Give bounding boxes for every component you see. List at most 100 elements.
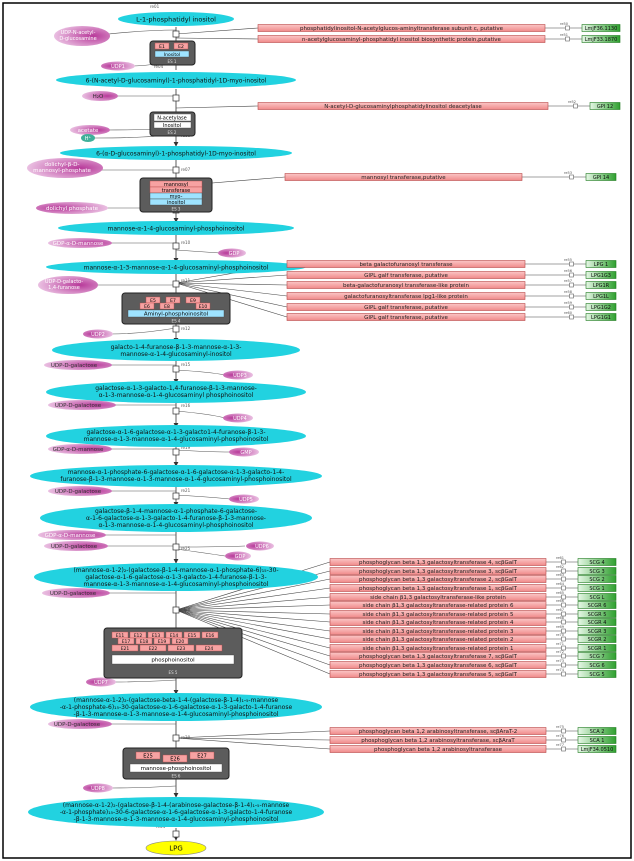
- enzyme-box[interactable]: [286, 313, 526, 321]
- enzyme-box[interactable]: [329, 736, 547, 744]
- enzyme-row[interactable]: phosphoglycan beta 1,3 galactosyltransfe…: [329, 582, 617, 592]
- enzyme-row[interactable]: side chain β1,3 galactosyltransferase-re…: [329, 633, 617, 643]
- final-product-lpg[interactable]: LPG: [145, 840, 207, 856]
- enzyme-box[interactable]: [329, 727, 547, 735]
- enzyme-row[interactable]: phosphoglycan beta 1,2 arabinosyltransfe…: [329, 743, 617, 753]
- metabolite-mannose-phosphate-galactose[interactable]: mannose-α-1-phosphate-6-galactose-α-1-6-…: [30, 465, 322, 487]
- enzyme-box[interactable]: [329, 635, 547, 643]
- cofactor-udp-galactofuranose[interactable]: UDP-D-galacto- 1,4-furanose: [38, 276, 98, 294]
- gene-box[interactable]: [581, 24, 621, 32]
- metabolite-galactose-galactofuranose[interactable]: galactose-α-1-3-galacto-1,4-furanose-β-1…: [46, 381, 306, 403]
- cofactor-udp-n-acetyl-glucosamine[interactable]: UDP-N-acetyl- D-glucosamine: [54, 26, 110, 46]
- cofactor-gdp-mannose-3[interactable]: GDP-α-D-mannose: [38, 530, 106, 540]
- enzyme-row[interactable]: phosphoglycan beta 1,3 galactosyltransfe…: [329, 565, 617, 575]
- metabolite-digalactose-galactofuranose[interactable]: galactose-α-1-6-galactose-α-1-3-galacto1…: [46, 425, 306, 447]
- enzyme-box[interactable]: [329, 558, 547, 566]
- cofactor-gmp[interactable]: GMP: [229, 447, 259, 457]
- enzyme-row[interactable]: side chain β1,3 galactosyltransferase-re…: [329, 625, 617, 635]
- complex-es6[interactable]: E25 E26 E27 mannose-phosphoinositol ES 6: [122, 747, 230, 780]
- cofactor-udp-galactose-4[interactable]: UDP-D-galactose: [44, 541, 108, 551]
- gene-box[interactable]: [577, 618, 617, 626]
- metabolite-dimannose-glucosaminyl-phosphoinositol[interactable]: mannose-α-1-3-mannose-α-1-4-glucosaminyl…: [46, 260, 306, 274]
- enzyme-row[interactable]: N-acetyl-D-glucosaminylphosphatidylinosi…: [257, 100, 621, 110]
- enzyme-box[interactable]: [284, 173, 523, 181]
- enzyme-box[interactable]: [329, 661, 547, 669]
- enzyme-box[interactable]: [286, 260, 526, 268]
- cofactor-dolichyl-mannosyl-phosphate[interactable]: dolichyl-β-D- mannosyl-phosphate: [27, 158, 103, 178]
- cofactor-udp6[interactable]: UDP6: [246, 541, 274, 551]
- enzyme-box[interactable]: [286, 281, 526, 289]
- enzyme-box[interactable]: [329, 745, 547, 753]
- enzyme-row[interactable]: phosphoglycan beta 1,3 galactosyltransfe…: [329, 650, 617, 660]
- complex-es4[interactable]: E5 E7 E9 E6 E8 E10 Aminyl-phosphoinosito…: [121, 292, 231, 325]
- gene-box[interactable]: [577, 567, 617, 575]
- gene-box[interactable]: [577, 644, 617, 652]
- cofactor-udp3[interactable]: UDP3: [223, 370, 253, 380]
- enzyme-row[interactable]: side chain β1,3 galactosyltransferase-re…: [329, 642, 617, 652]
- enzyme-box[interactable]: [257, 24, 546, 32]
- enzyme-box[interactable]: [329, 652, 547, 660]
- enzyme-box[interactable]: [329, 627, 547, 635]
- gene-box[interactable]: [585, 281, 617, 289]
- enzyme-box[interactable]: [286, 303, 526, 311]
- gene-box[interactable]: [577, 584, 617, 592]
- gene-box[interactable]: [577, 736, 617, 744]
- enzyme-row[interactable]: beta galactofuranosyl transferasere55LPG…: [286, 258, 617, 268]
- cofactor-gdp-2[interactable]: GDP: [225, 551, 251, 561]
- enzyme-row[interactable]: GIPL galf transferase, putativere60LPG1G…: [286, 311, 617, 321]
- metabolite-galactofuranose-mannose[interactable]: galacto-1-4-furanose-β-1-3-mannose-α-1-3…: [52, 339, 300, 361]
- enzyme-box[interactable]: [329, 618, 547, 626]
- enzyme-row[interactable]: GIPL galf transferase, putativere56LPG1G…: [286, 269, 617, 279]
- enzyme-box[interactable]: [286, 271, 526, 279]
- gene-box[interactable]: [577, 745, 617, 753]
- gene-box[interactable]: [577, 635, 617, 643]
- enzyme-box[interactable]: [286, 292, 526, 300]
- cofactor-udp-galactose-1[interactable]: UDP-D-galactose: [44, 360, 112, 370]
- cofactor-udp-galactose-5[interactable]: UDP-D-galactose: [42, 588, 110, 598]
- enzyme-box[interactable]: [329, 610, 547, 618]
- enzyme-box[interactable]: [329, 670, 547, 678]
- gene-box[interactable]: [577, 601, 617, 609]
- cofactor-udp2[interactable]: UDP2: [83, 329, 113, 339]
- gene-box[interactable]: [585, 303, 617, 311]
- gene-box[interactable]: [585, 271, 617, 279]
- cofactor-udp8[interactable]: UDP8: [83, 783, 113, 793]
- metabolite-l-1-phosphatidyl-inositol[interactable]: L-1-phosphatidyl inositol: [118, 12, 234, 26]
- enzyme-box[interactable]: [329, 584, 547, 592]
- metabolite-glucosaminyl-pi[interactable]: 6-(α-D-glucosaminyl)-1-phosphatidyl-1D-m…: [60, 146, 292, 160]
- enzyme-box[interactable]: [329, 644, 547, 652]
- metabolite-galactose-repeat[interactable]: (mannose-α-1-2)₂-(galactose-beta-1-4-(ga…: [30, 693, 322, 721]
- enzyme-row[interactable]: side chain β1,3 galactosyltransferase-li…: [329, 591, 617, 601]
- cofactor-udp-galactose-3[interactable]: UDP-D-galactose: [48, 486, 112, 496]
- cofactor-udp-galactose-6[interactable]: UDP-D-galactose: [48, 719, 112, 729]
- complex-es1[interactable]: E1 E2 Inositol ES 1: [149, 40, 196, 66]
- enzyme-row[interactable]: n-acetylglucosaminyl-phosphatidyl inosit…: [257, 33, 621, 43]
- enzyme-box[interactable]: [257, 102, 549, 110]
- gene-box[interactable]: [577, 670, 617, 678]
- gene-box[interactable]: [581, 35, 621, 43]
- gene-box[interactable]: [589, 102, 621, 110]
- cofactor-h2o[interactable]: H₂O: [82, 91, 118, 101]
- gene-box[interactable]: [577, 661, 617, 669]
- gene-box[interactable]: [585, 173, 617, 181]
- enzyme-row[interactable]: phosphoglycan beta 1,3 galactosyltransfe…: [329, 573, 617, 583]
- metabolite-dimannose-repeat[interactable]: (mannose-α-1-2)₂-(galactose-β-1-4-mannos…: [34, 563, 318, 591]
- gene-box[interactable]: [577, 652, 617, 660]
- enzyme-row[interactable]: side chain β1,3 galactosyltransferase-re…: [329, 599, 617, 609]
- enzyme-row[interactable]: GIPL galf transferase, putativere59LPG1G…: [286, 301, 617, 311]
- cofactor-udp-galactose-2[interactable]: UDP-D-galactose: [48, 400, 116, 410]
- metabolite-mannose-glucosaminyl-phosphoinositol[interactable]: mannose-α-1-4-glucosaminyl-phosphoinosit…: [58, 221, 294, 235]
- cofactor-acetate[interactable]: acetate: [70, 125, 110, 135]
- complex-es3[interactable]: mannosyl transferase myo- inositol ES 3: [139, 177, 213, 213]
- cofactor-h-plus[interactable]: H⁺: [81, 134, 95, 142]
- enzyme-row[interactable]: phosphoglycan beta 1,3 galactosyltransfe…: [329, 659, 617, 669]
- gene-box[interactable]: [577, 727, 617, 735]
- enzyme-row[interactable]: galactofuranosyltransferase lpg1-like pr…: [286, 290, 617, 300]
- gene-box[interactable]: [585, 292, 617, 300]
- cofactor-gdp-mannose-1[interactable]: GDP-α-D-mannose: [48, 238, 112, 248]
- gene-box[interactable]: [577, 575, 617, 583]
- metabolite-galactose-mannose-phosphate[interactable]: galactose-β-1-4-mannose-α-1-phosphate-6-…: [40, 504, 312, 532]
- gene-box[interactable]: [577, 627, 617, 635]
